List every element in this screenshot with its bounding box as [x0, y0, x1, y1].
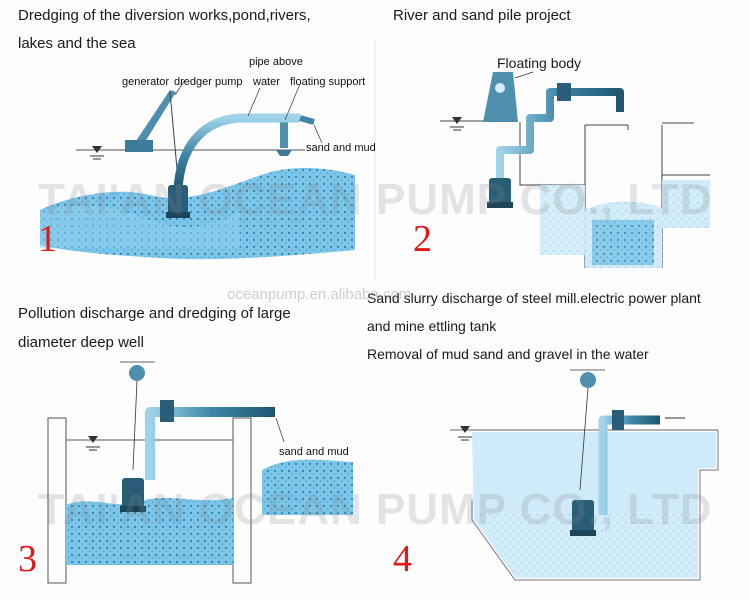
hoist-pulley	[129, 365, 145, 381]
submersible-pump-3	[122, 478, 144, 512]
panel-4-number: 4	[393, 538, 412, 580]
label-sand-and-mud-3: sand and mud	[279, 446, 349, 458]
stepped-pipe	[496, 88, 624, 200]
submersible-pump-4	[572, 500, 594, 536]
sand-pile-2	[592, 220, 654, 265]
panel-2-number: 2	[413, 218, 432, 260]
panel-3-title-line-1: Pollution discharge and dredging of larg…	[18, 305, 291, 322]
water-level-icon-2	[452, 117, 462, 124]
panel-2-title: River and sand pile project	[393, 7, 571, 24]
label-floating-support: floating support	[290, 76, 366, 88]
discharge-pipe-3	[145, 407, 275, 480]
panel-3-title-line-2: diameter deep well	[18, 334, 144, 351]
panel-3-drawing	[47, 361, 353, 584]
panel-1-number: 1	[38, 218, 57, 260]
label-pipe-above-water-2: water	[253, 76, 280, 88]
well-wall-left	[47, 417, 67, 584]
sand-mud-pile-3	[262, 459, 353, 515]
label-sand-and-mud-1: sand and mud	[306, 142, 376, 154]
submersible-pump-2	[489, 178, 511, 208]
panel-1-title-line-2: lakes and the sea	[18, 35, 136, 52]
label-generator: generator	[122, 76, 170, 88]
label-dredger-pump: dredger pump	[174, 76, 243, 88]
panel-4-title-line-1: Sand slurry discharge of steel mill.elec…	[367, 290, 701, 306]
water-level-icon	[92, 146, 102, 153]
label-pipe-above-water-1: pipe above	[249, 56, 303, 68]
water-level-icon-4	[460, 426, 470, 433]
discharge-pipe-4	[598, 415, 660, 515]
panel-2-drawing	[440, 71, 710, 268]
panel-4-drawing	[450, 369, 719, 581]
watermark-url: oceanpump.en.alibaba.com	[227, 286, 412, 303]
well-sludge	[66, 498, 233, 565]
panel-4-title-line-2: and mine ettling tank	[367, 318, 497, 334]
floating-body	[483, 72, 518, 122]
hoist-pulley-4	[580, 372, 596, 388]
sand-mud-pile	[305, 185, 355, 240]
panel-3-number: 3	[18, 538, 37, 580]
panel-1-title-line-1: Dredging of the diversion works,pond,riv…	[18, 7, 311, 24]
water-level-icon-3	[88, 436, 98, 443]
crane-arm	[130, 90, 176, 150]
panel-4-title-line-3: Removal of mud sand and gravel in the wa…	[367, 346, 649, 362]
dredger-pump	[168, 185, 188, 217]
panel-1-drawing	[40, 79, 355, 260]
generator-body	[125, 140, 153, 152]
watermark-company-bottom: TAI'AN OCEAN PUMP CO., LTD	[38, 485, 713, 534]
watermark-company-top: TAI'AN OCEAN PUMP CO., LTD	[38, 175, 713, 224]
discharge-pipe	[173, 113, 300, 191]
floating-support	[280, 120, 288, 148]
label-floating-body: Floating body	[497, 55, 582, 71]
